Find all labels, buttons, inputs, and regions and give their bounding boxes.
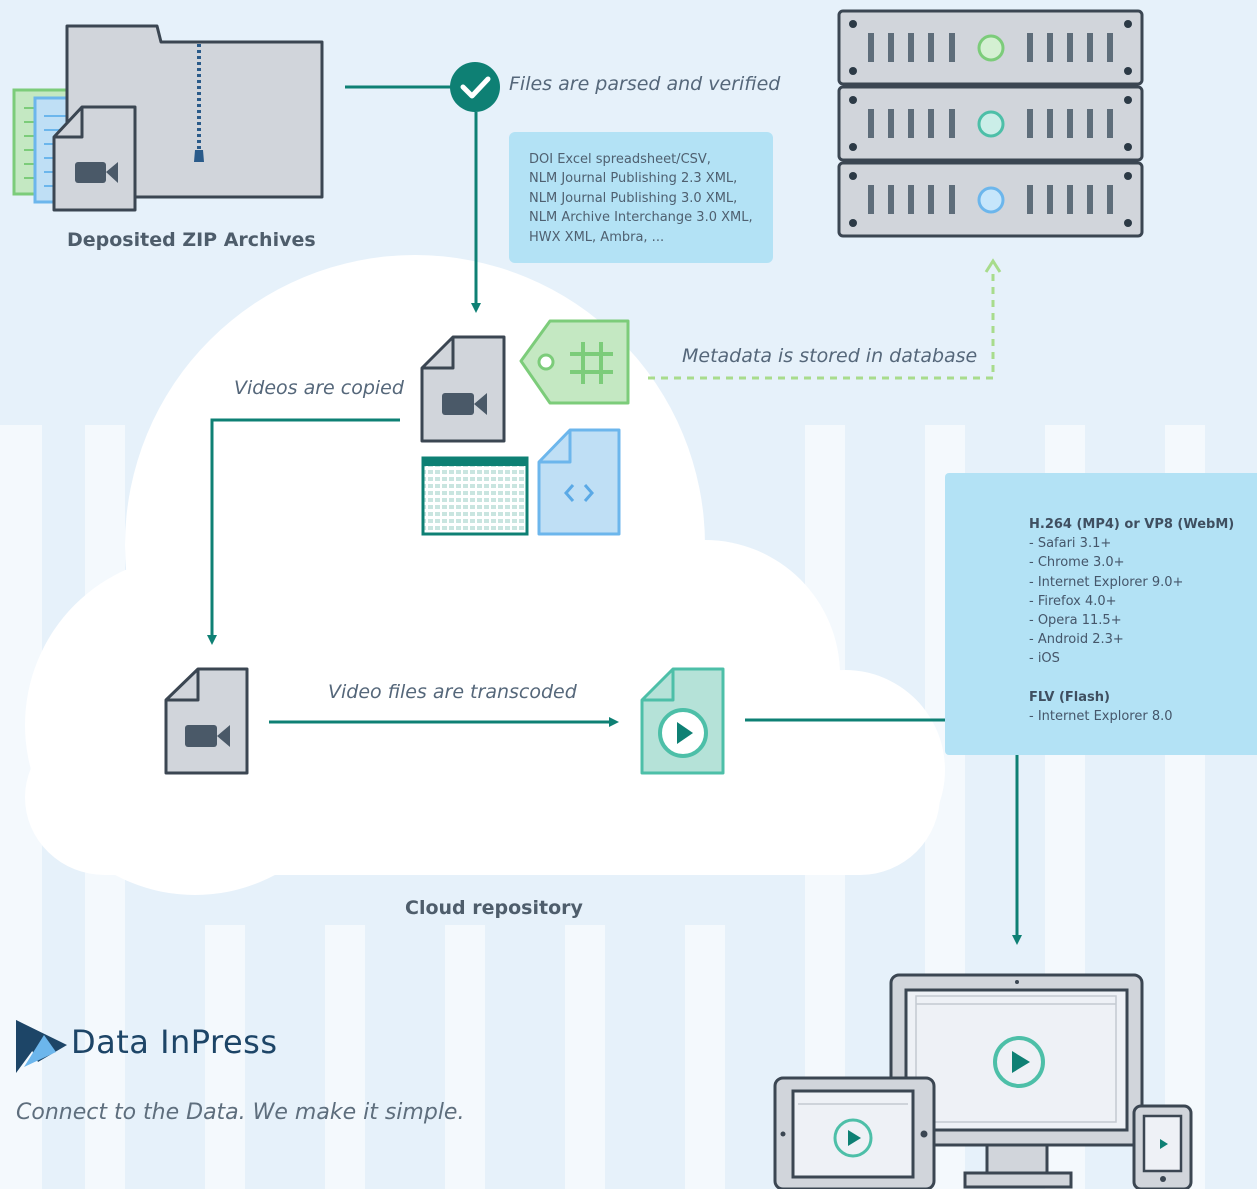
format-item: HWX XML, Ambra, ... (529, 229, 665, 245)
brand-tagline: Connect to the Data. We make it simple. (16, 1100, 465, 1125)
browser-item: - Safari 3.1+ (1029, 536, 1112, 552)
browser-support-box: H.264 (MP4) or VP8 (WebM) - Safari 3.1+ … (945, 473, 1257, 755)
deposited-archives-label: Deposited ZIP Archives (67, 229, 316, 251)
cloud-repository-label: Cloud repository (405, 897, 583, 919)
connector-metadata-database (648, 268, 995, 380)
phone-icon (1132, 1104, 1193, 1189)
zip-archive-icon (12, 24, 324, 212)
parsed-verified-caption: Files are parsed and verified (509, 73, 781, 95)
browser-item: - Opera 11.5+ (1029, 613, 1122, 629)
format-item: DOI Excel spreadsheet/CSV, (529, 152, 711, 167)
connector-videos-copied (207, 418, 400, 645)
spreadsheet-icon (421, 456, 529, 536)
browser-item: - iOS (1029, 651, 1060, 667)
source-video-file-icon (164, 667, 249, 775)
server-unit-3 (837, 161, 1144, 238)
videos-copied-caption: Videos are copied (234, 377, 404, 399)
transcoded-video-file-icon (640, 667, 725, 775)
supported-formats-box: DOI Excel spreadsheet/CSV, NLM Journal P… (509, 132, 773, 263)
parsed-video-file-icon (420, 335, 506, 443)
data-inpress-logo-icon (16, 1020, 67, 1073)
desktop-monitor-icon (889, 973, 1144, 1189)
tablet-icon (773, 1076, 936, 1189)
server-unit-1 (837, 9, 1144, 86)
html5-format-heading: H.264 (MP4) or VP8 (WebM) (1029, 517, 1235, 532)
browser-item: - Chrome 3.0+ (1029, 555, 1125, 571)
browser-item: - Internet Explorer 9.0+ (1029, 574, 1184, 590)
xml-file-icon (537, 428, 621, 536)
tag-hash-icon (519, 319, 630, 405)
videos-transcoded-caption: Video files are transcoded (328, 681, 577, 703)
format-item: NLM Journal Publishing 3.0 XML, (529, 190, 738, 206)
server-unit-2 (837, 85, 1144, 162)
server-rack-icon (837, 9, 1144, 238)
browser-item: - Internet Explorer 8.0 (1029, 708, 1173, 724)
flash-format-heading: FLV (Flash) (1029, 689, 1110, 705)
format-item: NLM Journal Publishing 2.3 XML, (529, 171, 738, 187)
check-icon (450, 62, 500, 112)
browser-item: - Android 2.3+ (1029, 632, 1124, 648)
metadata-stored-caption: Metadata is stored in database (682, 345, 978, 367)
format-item: NLM Archive Interchange 3.0 XML, (529, 210, 753, 226)
browser-item: - Firefox 4.0+ (1029, 593, 1117, 609)
brand-name: Data InPress (71, 1023, 278, 1061)
